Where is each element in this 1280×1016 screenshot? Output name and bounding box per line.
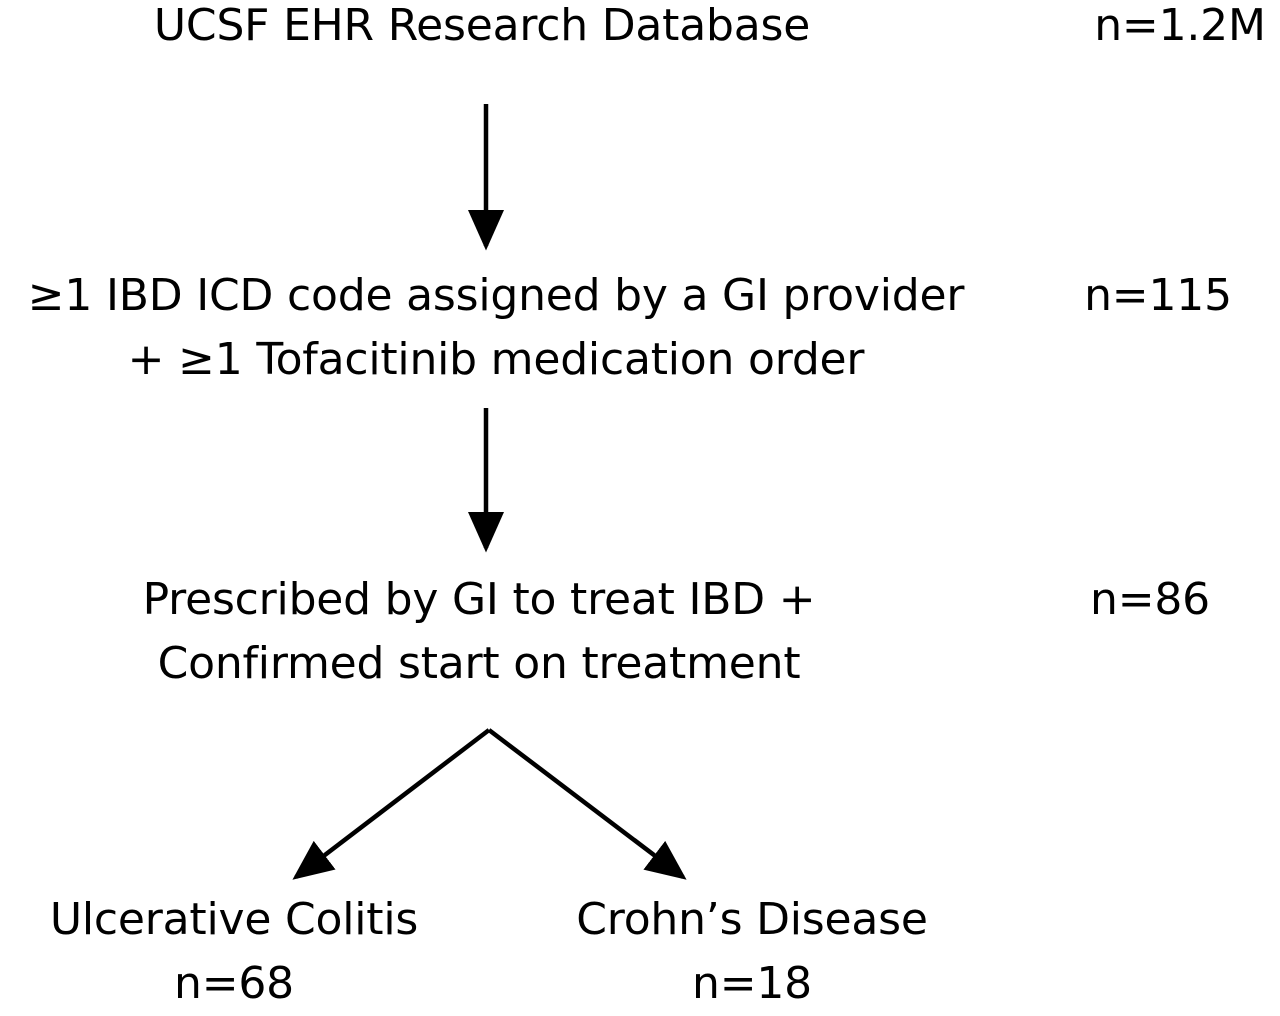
crohns-disease-count: n=18 (692, 958, 812, 1009)
arrow-step3-to-crohns-disease (487, 728, 687, 880)
step3-count: n=86 (1090, 574, 1210, 625)
step2-line1: ≥1 IBD ICD code assigned by a GI provide… (27, 270, 965, 321)
step3-line2: Confirmed start on treatment (157, 638, 801, 689)
step1-count: n=1.2M (1094, 0, 1266, 51)
arrow-step3-to-ulcerative-colitis (292, 728, 491, 880)
step2-line2: + ≥1 Tofacitinib medication order (127, 334, 865, 385)
ulcerative-colitis-count: n=68 (174, 958, 294, 1009)
branch-ulcerative-colitis: Ulcerative Colitis n=68 (50, 888, 418, 1016)
ulcerative-colitis-label: Ulcerative Colitis (49, 894, 419, 945)
crohns-disease-label: Crohn’s Disease (576, 894, 928, 945)
step2-box: ≥1 IBD ICD code assigned by a GI provide… (27, 264, 965, 392)
step2-count: n=115 (1084, 270, 1232, 321)
step1-label: UCSF EHR Research Database (153, 0, 811, 51)
branch-crohns-disease: Crohn’s Disease n=18 (576, 888, 928, 1016)
step3-line1: Prescribed by GI to treat IBD + (142, 574, 816, 625)
step3-box: Prescribed by GI to treat IBD + Confirme… (143, 568, 816, 696)
